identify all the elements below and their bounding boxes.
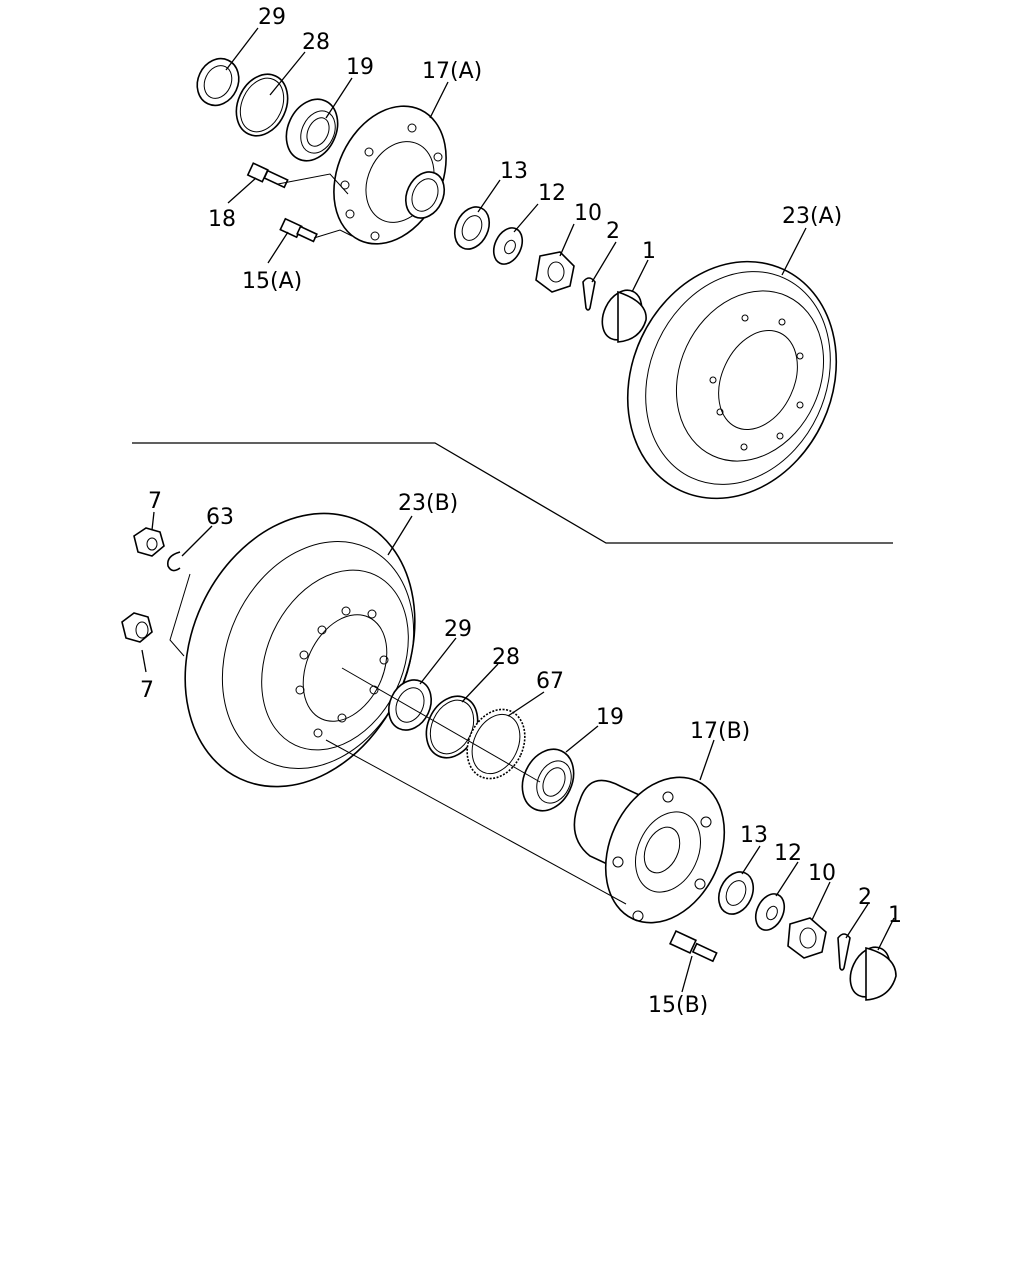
part-12-washer-lower <box>754 893 786 931</box>
part-1-cap-lower <box>849 946 897 1001</box>
upper-assembly: 29 28 19 17(A) 13 12 10 2 1 18 15(A) 23(… <box>196 5 842 500</box>
callout-13-upper: 13 <box>500 159 528 184</box>
lower-assembly: 7 63 7 23(B) 29 28 67 19 17(B) 13 12 10 … <box>121 489 902 1018</box>
part-23b-brake-drum <box>184 512 416 788</box>
callout-63: 63 <box>206 505 234 530</box>
part-13-bearing-upper <box>453 206 491 250</box>
part-2-pin-upper <box>582 277 596 311</box>
callout-17a: 17(A) <box>422 59 482 84</box>
part-17a-hub <box>333 105 447 245</box>
section-divider <box>132 442 893 544</box>
part-29-seal-upper <box>196 57 240 107</box>
callout-12-lower: 12 <box>774 841 802 866</box>
callout-19-upper: 19 <box>346 55 374 80</box>
callout-15a: 15(A) <box>242 269 302 294</box>
callout-23b: 23(B) <box>398 491 458 516</box>
part-1-cap-upper <box>601 289 647 343</box>
part-2-pin-lower <box>837 933 851 971</box>
callout-23a: 23(A) <box>782 204 842 229</box>
callout-67: 67 <box>536 669 564 694</box>
part-7-nut-top <box>133 527 165 557</box>
callout-28-lower: 28 <box>492 645 520 670</box>
callout-2-lower: 2 <box>858 885 872 910</box>
part-7-nut-bottom <box>121 612 153 643</box>
callout-17b: 17(B) <box>690 719 750 744</box>
callout-13-lower: 13 <box>740 823 768 848</box>
part-17b-hub <box>573 776 726 924</box>
callout-28-upper: 28 <box>302 30 330 55</box>
callout-2-upper: 2 <box>606 219 620 244</box>
part-12-washer-upper <box>492 227 524 265</box>
callout-10-lower: 10 <box>808 861 836 886</box>
part-15a-stud <box>279 217 318 243</box>
part-29-seal-lower <box>388 679 432 731</box>
callout-29-upper: 29 <box>258 5 286 30</box>
part-19-bearing-lower <box>521 748 575 812</box>
part-10-nut-upper <box>535 251 575 293</box>
lower-leader-lines <box>141 511 895 993</box>
part-13-bearing-lower <box>717 871 755 915</box>
callout-12-upper: 12 <box>538 181 566 206</box>
part-63-washer <box>166 551 181 572</box>
part-10-nut-lower <box>787 917 827 959</box>
callout-19-lower: 19 <box>596 705 624 730</box>
callout-10-upper: 10 <box>574 201 602 226</box>
part-19-bearing-upper <box>285 98 339 162</box>
part-23a-brake-drum <box>626 260 838 500</box>
part-15b-stud <box>669 929 718 963</box>
upper-leader-lines <box>225 27 807 293</box>
callout-18: 18 <box>208 207 236 232</box>
callout-15b: 15(B) <box>648 993 708 1018</box>
callout-1-lower: 1 <box>888 903 902 928</box>
callout-29-lower: 29 <box>444 617 472 642</box>
callout-1-upper: 1 <box>642 239 656 264</box>
callout-7-top: 7 <box>148 489 162 514</box>
callout-7-bottom: 7 <box>140 678 154 703</box>
